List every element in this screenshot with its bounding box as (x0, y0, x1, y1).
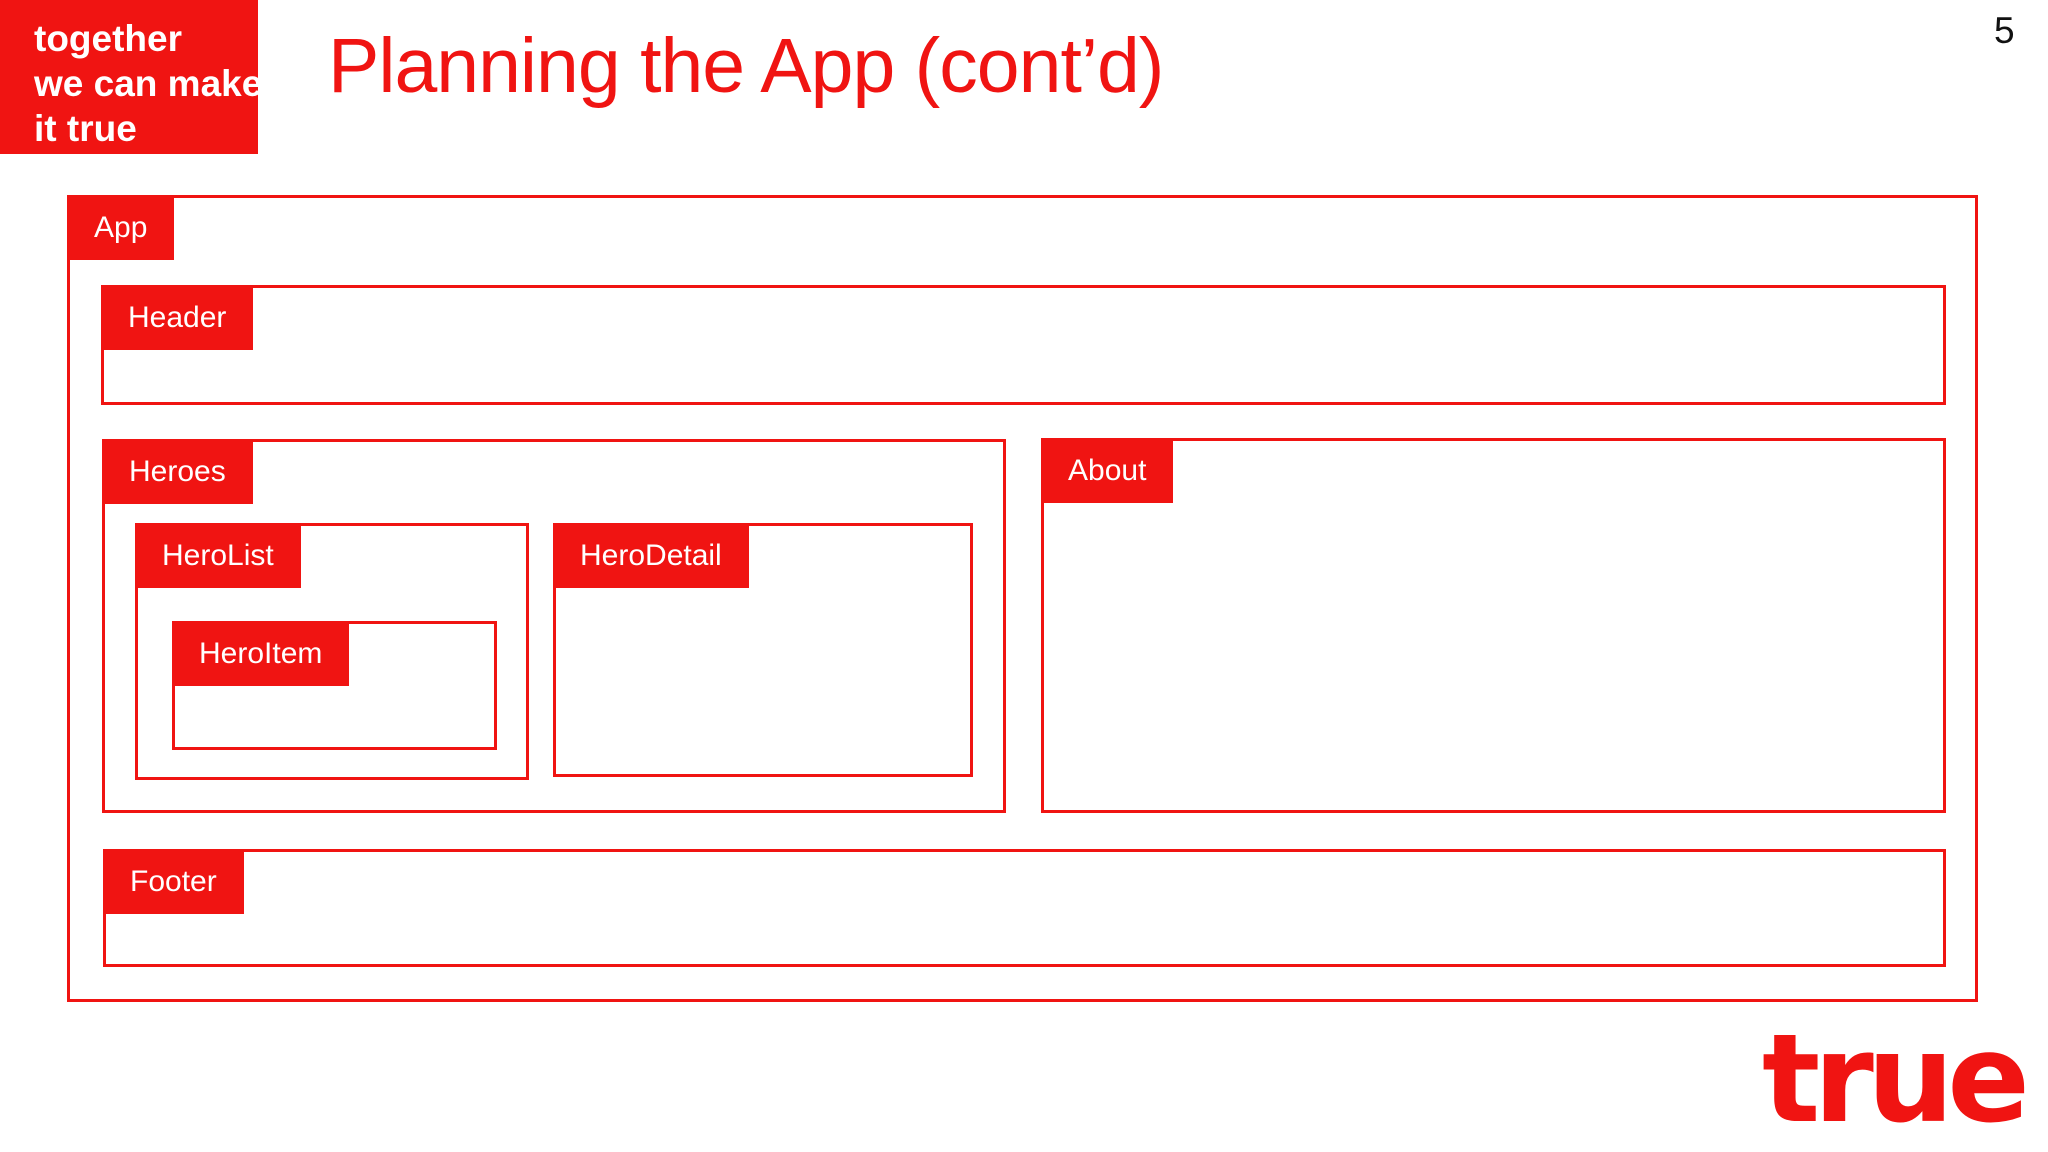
heroes-component-label: Heroes (102, 439, 253, 504)
header-component-box: Header (101, 285, 1946, 405)
footer-component-label: Footer (103, 849, 244, 914)
app-component-box: App (67, 195, 1978, 1002)
brand-tagline-line-1: together (34, 18, 182, 59)
herodetail-component-label: HeroDetail (553, 523, 749, 588)
page-title: Planning the App (cont’d) (328, 23, 1164, 109)
herodetail-component-box: HeroDetail (553, 523, 973, 777)
page-number: 5 (1994, 10, 2015, 51)
about-component-label: About (1041, 438, 1174, 503)
true-logo: true (1762, 1008, 2030, 1150)
brand-tagline-box: together we can make it true (0, 0, 263, 154)
brand-tagline-line-3: it true (34, 108, 137, 149)
herolist-component-label: HeroList (135, 523, 301, 588)
about-component-box: About (1041, 438, 1946, 813)
herolist-component-box: HeroList (135, 523, 529, 780)
heroitem-component-box: HeroItem (172, 621, 497, 750)
footer-component-box: Footer (103, 849, 1946, 967)
heroitem-component-label: HeroItem (172, 621, 350, 686)
app-component-label: App (67, 195, 175, 260)
brand-tagline-line-2: we can make (34, 63, 263, 104)
heroes-component-box: Heroes (102, 439, 1006, 813)
header-component-label: Header (101, 285, 254, 350)
